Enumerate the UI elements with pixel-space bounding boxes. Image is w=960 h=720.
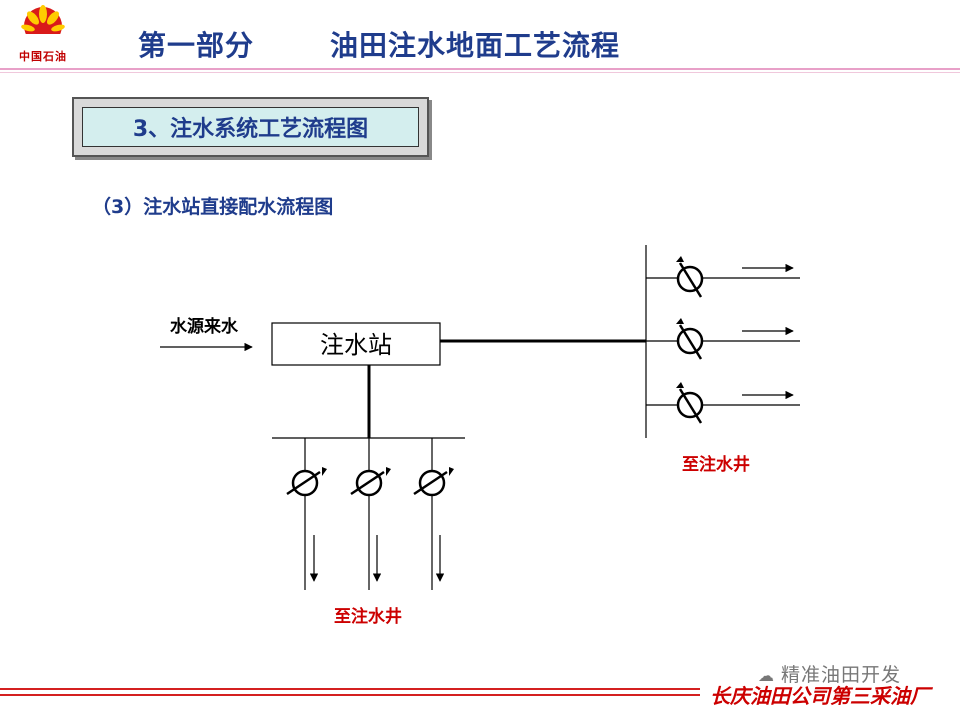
footer-rule-bottom: [0, 694, 700, 696]
wechat-icon: ☁: [758, 666, 775, 685]
right-branch: [646, 382, 800, 424]
right-wells-label: 至注水井: [682, 454, 750, 475]
logo-text: 中国石油: [19, 50, 67, 63]
petrochina-logo: 中国石油: [10, 4, 76, 66]
petrochina-flower-icon: [20, 5, 66, 46]
section-title: 3、注水系统工艺流程图: [132, 117, 369, 142]
diagram-subtitle: （3）注水站直接配水流程图: [92, 196, 334, 218]
injection-station-label: 注水站: [320, 331, 392, 359]
bottom-branch: [413, 438, 454, 590]
section-part-label: 第一部分: [138, 29, 255, 62]
right-branch: [646, 318, 800, 360]
section-title-box: 3、注水系统工艺流程图: [72, 97, 429, 157]
footer-rule-top: [0, 688, 700, 690]
page-title: 油田注水地面工艺流程: [330, 29, 621, 62]
source-water-label: 水源来水: [170, 316, 239, 337]
watermark: ☁ 精准油田开发: [758, 660, 901, 687]
injection-station-box: [271, 322, 441, 366]
bottom-branch: [350, 438, 391, 590]
watermark-text: 精准油田开发: [781, 664, 902, 686]
company-name: 长庆油田公司第三采油厂: [710, 684, 930, 708]
header-rule-top: [0, 68, 960, 70]
header-rule-bottom: [0, 72, 960, 73]
bottom-branch: [286, 438, 327, 590]
bottom-wells-label: 至注水井: [334, 606, 402, 627]
right-branch: [646, 256, 800, 298]
